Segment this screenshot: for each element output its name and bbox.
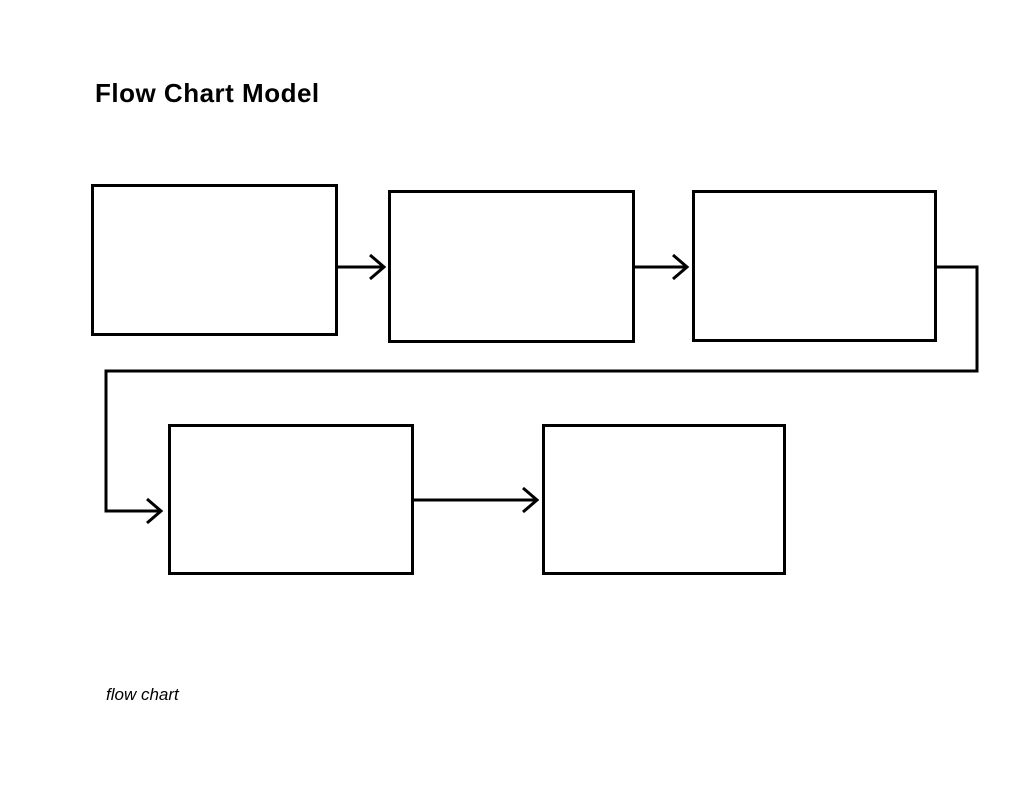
flowchart-box-5 [542,424,786,575]
flowchart-box-1 [91,184,338,336]
arrow-box2-to-box3-icon [634,253,690,281]
page-title: Flow Chart Model [95,78,320,108]
flowchart-box-2 [388,190,635,343]
arrow-box1-to-box2-icon [338,253,387,281]
page-caption: flow chart [106,685,179,704]
flowchart-box-3 [692,190,937,342]
arrow-box4-to-box5-icon [413,486,540,514]
flowchart-box-4 [168,424,414,575]
